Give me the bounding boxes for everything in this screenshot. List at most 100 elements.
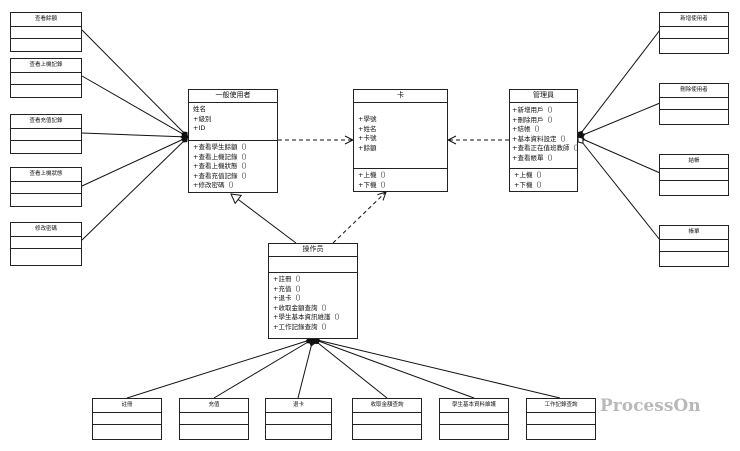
method-item: +上機（） — [358, 171, 390, 179]
class-attributes: +新增用戶（） +刪除用戶（） +結帳（） +基本資料設定（） +查看正在值班教… — [510, 103, 583, 169]
link-left-2 — [81, 75, 189, 138]
class-change-password[interactable]: 修改密碼 — [10, 222, 82, 266]
class-methods — [11, 39, 81, 51]
class-title: 收取金額查詢 — [353, 399, 421, 413]
class-income-query[interactable]: 收取金額查詢 — [352, 398, 422, 440]
class-attributes — [269, 257, 357, 273]
class-title: 管理員 — [510, 90, 577, 103]
class-methods — [440, 425, 508, 437]
class-register[interactable]: 註冊 — [92, 398, 162, 440]
class-attributes — [11, 182, 81, 194]
class-student-info-maintenance[interactable]: 學生基本資料維護 — [439, 398, 509, 440]
generalization-operator-user — [230, 193, 297, 244]
method-item: +退卡（） — [273, 294, 305, 303]
class-methods — [527, 425, 595, 437]
class-checkout[interactable]: 結帳 — [659, 154, 729, 196]
link-bottom-5 — [312, 337, 475, 399]
attribute-item: +餘額 — [358, 143, 377, 152]
class-general-user[interactable]: 一般使用者 姓名 +級別 +ID +查看學生餘額（） +查看上機記錄（） +查看… — [188, 89, 278, 193]
method-item: +查看學生餘額（） — [193, 143, 251, 151]
link-right-4 — [577, 136, 661, 241]
class-methods — [11, 141, 81, 153]
class-delete-user[interactable]: 刪除使用者 — [659, 83, 729, 125]
class-attributes — [11, 129, 81, 141]
attribute-item: +刪除用戶（） — [512, 115, 557, 124]
method-item: +上機（） — [514, 171, 546, 179]
class-work-log-query[interactable]: 工作記錄查詢 — [526, 398, 596, 440]
class-title: 刪除使用者 — [660, 84, 728, 98]
class-bill[interactable]: 帳單 — [659, 225, 729, 267]
class-attributes — [527, 413, 595, 425]
class-methods — [660, 39, 728, 51]
class-administrator[interactable]: 管理員 +新增用戶（） +刪除用戶（） +結帳（） +基本資料設定（） +查看正… — [509, 89, 583, 192]
class-attributes — [660, 27, 728, 39]
link-bottom-3 — [297, 338, 315, 399]
class-title: 查看上機記錄 — [11, 59, 81, 73]
class-methods: +上機（） +下機（） — [354, 169, 447, 192]
class-methods — [660, 181, 728, 193]
method-item: +查看上機狀態（） — [193, 162, 251, 171]
class-view-login-status[interactable]: 查看上機狀態 — [10, 167, 82, 207]
link-left-3 — [81, 132, 189, 140]
attribute-item: +姓名 — [358, 124, 377, 133]
class-view-recharge-records[interactable]: 查看充值記錄 — [10, 114, 82, 154]
link-left-4 — [81, 135, 189, 187]
class-recharge[interactable]: 充值 — [179, 398, 249, 440]
method-item: +查看充值記錄（） — [193, 171, 251, 180]
method-item: +查看上機記錄（） — [193, 152, 251, 161]
class-title: 工作記錄查詢 — [527, 399, 595, 413]
method-item: +收取金額查詢（） — [273, 303, 331, 312]
link-right-3 — [577, 135, 661, 174]
attribute-item: +級別 — [193, 114, 212, 123]
link-bottom-6 — [312, 337, 561, 399]
class-attributes — [353, 413, 421, 425]
attribute-item: +卡號 — [358, 134, 377, 143]
class-view-login-records[interactable]: 查看上機記錄 — [10, 58, 82, 98]
class-attributes — [180, 413, 248, 425]
attribute-item: +結帳（） — [512, 125, 544, 134]
link-right-1 — [577, 29, 661, 138]
class-methods — [11, 85, 81, 97]
class-methods — [11, 194, 81, 206]
attribute-item: +基本資料設定（） — [512, 134, 570, 143]
attribute-item: +學號 — [358, 115, 377, 123]
class-card[interactable]: 卡 +學號 +姓名 +卡號 +餘額 +上機（） +下機（） — [353, 89, 448, 192]
class-attributes — [660, 98, 728, 110]
class-title: 操作员 — [269, 244, 357, 257]
class-title: 帳單 — [660, 226, 728, 240]
class-title: 結帳 — [660, 155, 728, 169]
class-attributes: +學號 +姓名 +卡號 +餘額 — [354, 103, 447, 169]
method-item: +工作記錄查詢（） — [273, 322, 331, 331]
class-attributes — [11, 237, 81, 249]
class-operator[interactable]: 操作员 +註冊（） +充值（） +退卡（） +收取金額查詢（） +學生基本資訊維… — [268, 243, 358, 339]
method-item: +下機（） — [514, 180, 546, 189]
link-right-2 — [577, 102, 661, 139]
class-attributes — [660, 240, 728, 252]
link-left-1 — [81, 29, 189, 138]
class-attributes — [440, 413, 508, 425]
class-title: 退卡 — [266, 399, 331, 413]
class-title: 卡 — [354, 90, 447, 103]
class-methods: +查看學生餘額（） +查看上機記錄（） +查看上機狀態（） +查看充值記錄（） … — [189, 141, 277, 193]
link-bottom-2 — [213, 338, 314, 399]
class-refund-card[interactable]: 退卡 — [265, 398, 332, 440]
class-view-balance[interactable]: 查看餘額 — [10, 12, 82, 52]
processon-watermark: ProcessOn — [600, 396, 701, 416]
class-methods — [660, 252, 728, 264]
method-item: +充值（） — [273, 284, 305, 293]
class-attributes — [660, 169, 728, 181]
class-title: 充值 — [180, 399, 248, 413]
attribute-item: +查看正在值班教師（） — [512, 144, 583, 153]
class-title: 學生基本資料維護 — [440, 399, 508, 413]
class-title: 一般使用者 — [189, 90, 277, 103]
class-add-user[interactable]: 新增使用者 — [659, 12, 729, 54]
class-title: 修改密碼 — [11, 223, 81, 237]
class-methods — [11, 249, 81, 261]
attribute-item: +查看帳單（） — [512, 153, 557, 162]
class-title: 查看充值記錄 — [11, 115, 81, 129]
class-methods — [266, 425, 331, 437]
class-methods — [93, 425, 161, 437]
class-methods: +註冊（） +充值（） +退卡（） +收取金額查詢（） +學生基本資訊維護（） … — [269, 273, 357, 335]
class-attributes: 姓名 +級別 +ID — [189, 103, 277, 141]
